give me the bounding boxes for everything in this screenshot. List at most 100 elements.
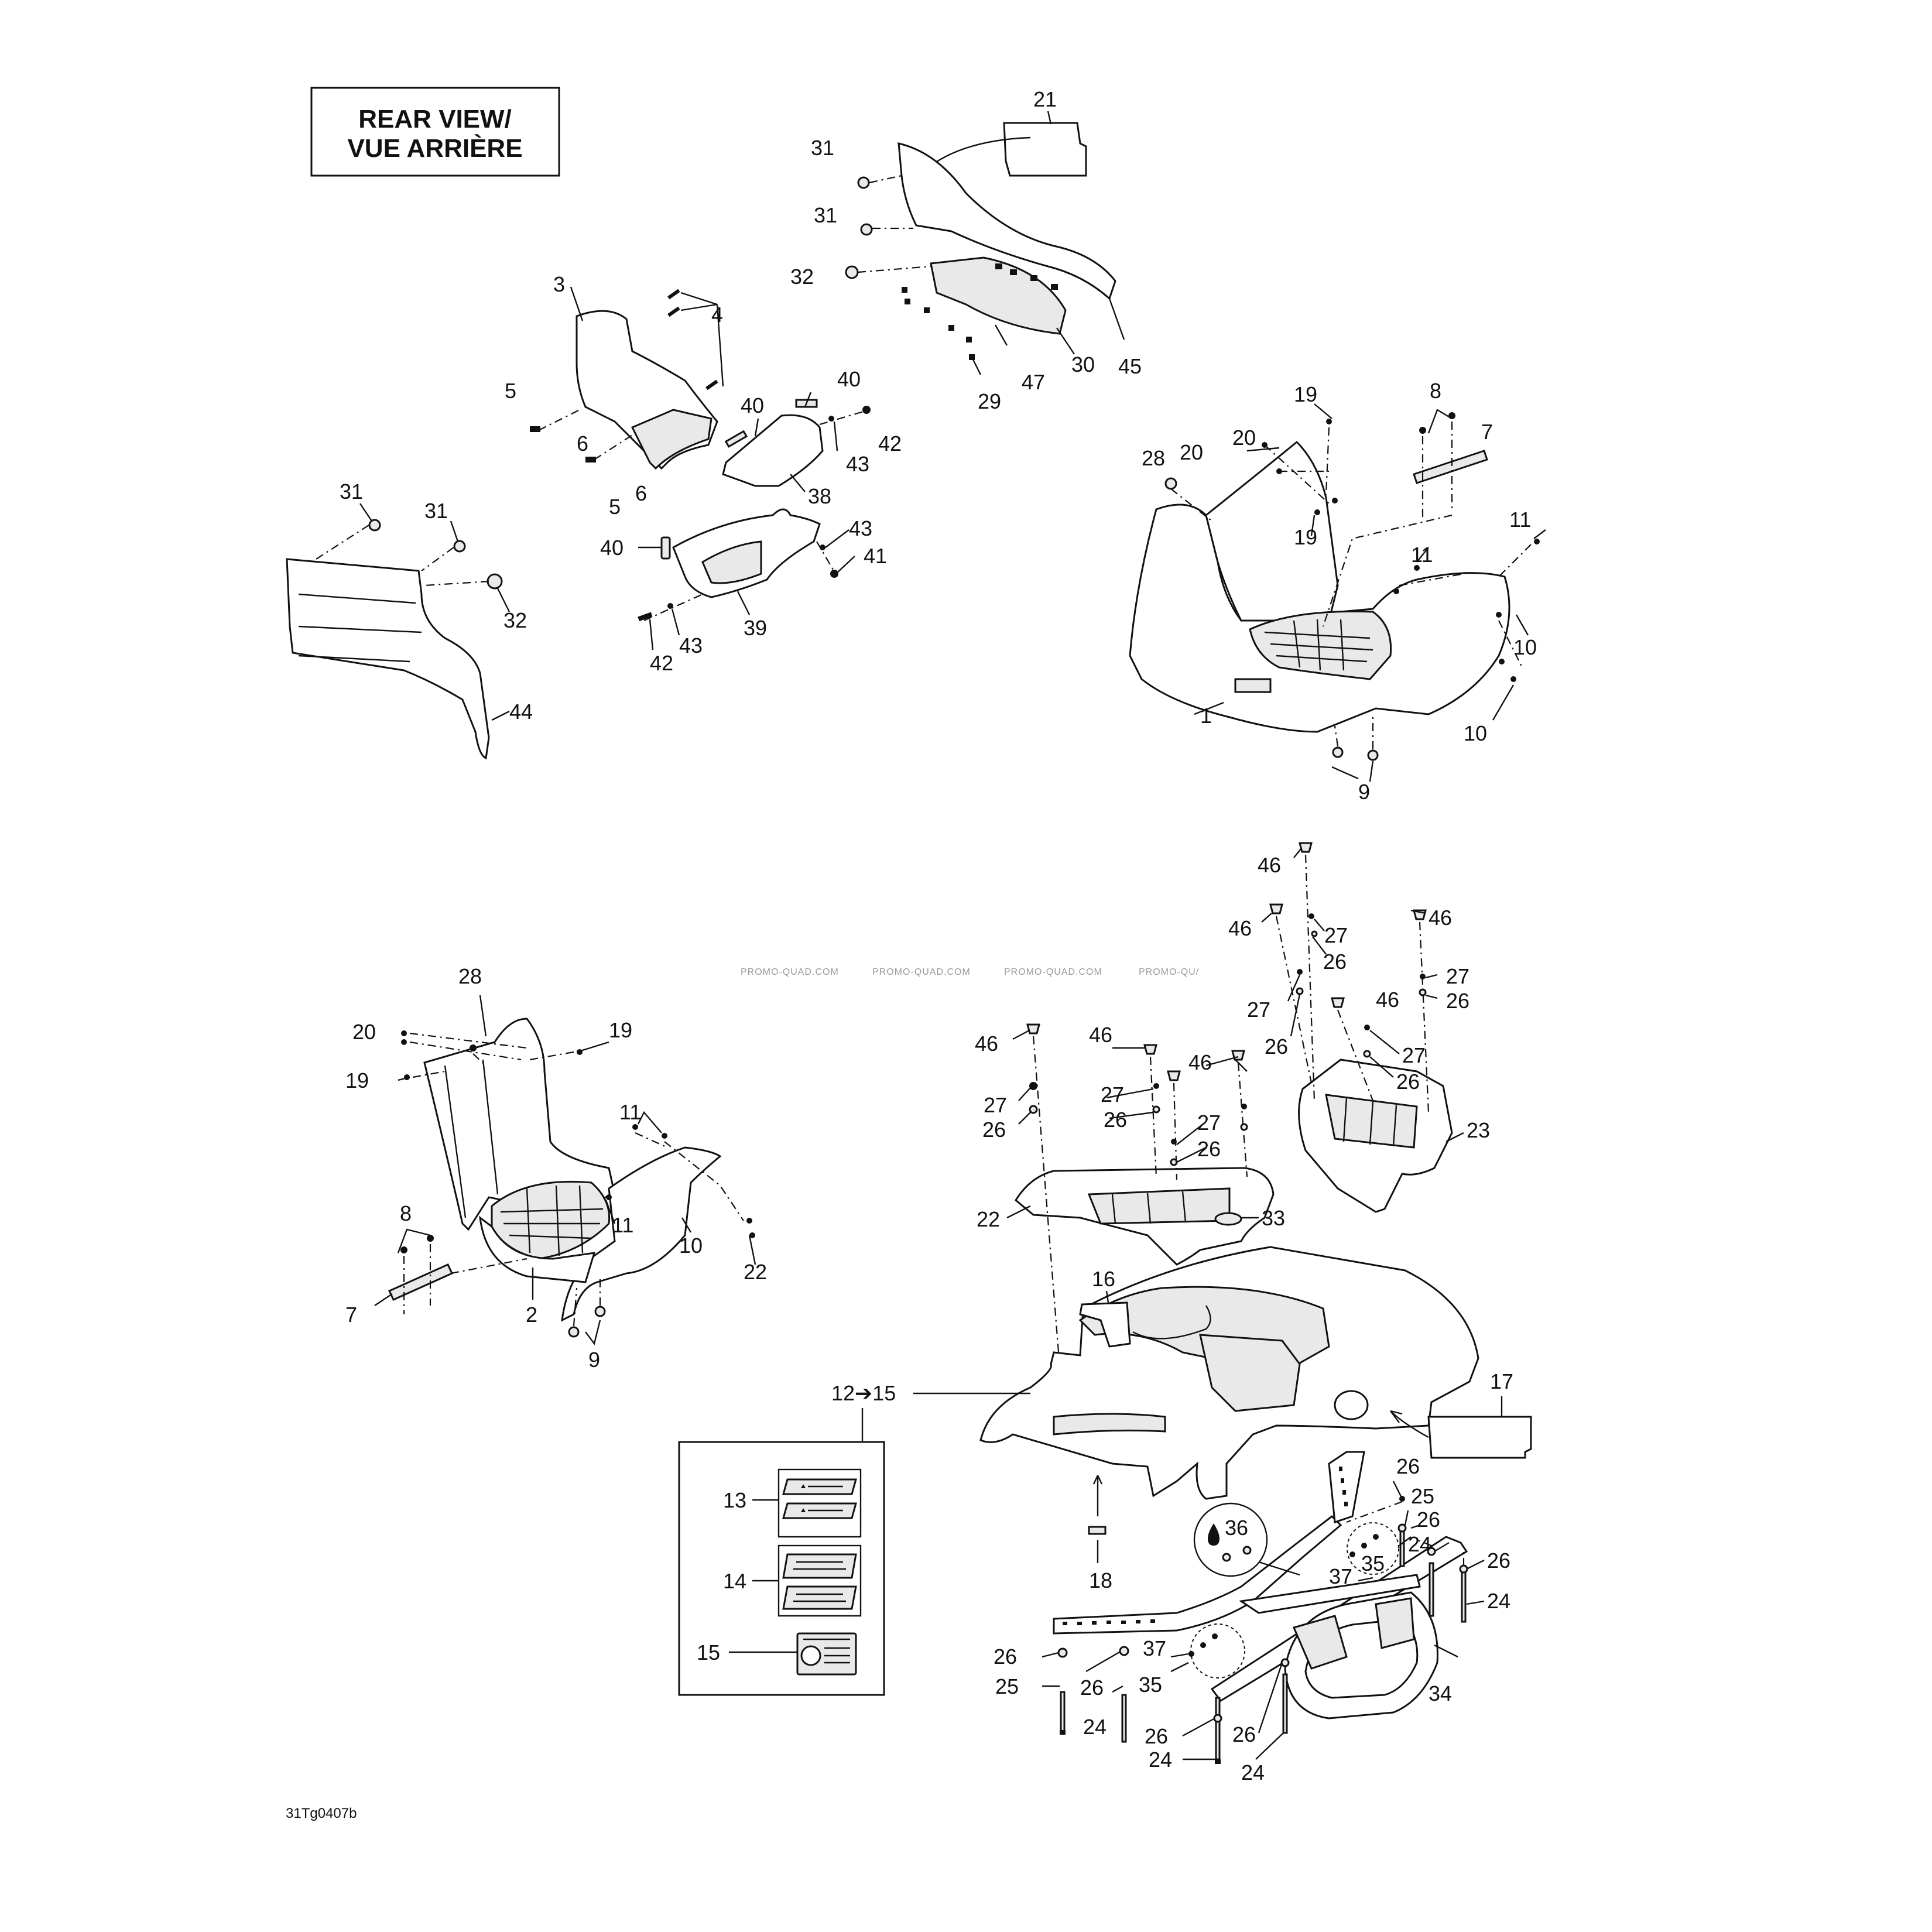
callout-26-d: 26: [982, 1118, 1006, 1142]
callout-26-e: 26: [1104, 1108, 1127, 1132]
callout-27-f: 27: [1402, 1043, 1426, 1067]
callout-8-a: 8: [1430, 379, 1441, 403]
guard-dash: [643, 541, 838, 622]
part-group-rear-body: 16 17 18 12➔15: [831, 1246, 1532, 1592]
callout-30: 30: [1071, 352, 1095, 376]
footwell-2-backrest-ribs: [444, 1059, 499, 1218]
footwell-2-leaders: [374, 995, 756, 1345]
callout-24-d: 24: [1149, 1748, 1172, 1772]
callout-26-h: 26: [1396, 1454, 1420, 1478]
watermark-2: PROMO-QUAD.COM: [872, 967, 971, 977]
callout-24-a: 24: [1408, 1532, 1431, 1556]
footwell-1-dash: [1170, 422, 1532, 749]
footwell-2-lower: [479, 1215, 596, 1283]
footrest-bar-7-b: [388, 1263, 454, 1301]
callout-10-b: 10: [1464, 721, 1487, 745]
footwell-1-grid: [1264, 619, 1373, 671]
fender-dash-lines: [857, 174, 931, 273]
callout-13: 13: [723, 1488, 746, 1512]
bracket-3-arm: [631, 409, 712, 470]
callout-4: 4: [711, 303, 723, 327]
detail-36-leader: [1258, 1561, 1300, 1576]
watermark-3: PROMO-QUAD.COM: [1004, 967, 1102, 977]
watermark-4: PROMO-QU/: [1139, 967, 1199, 977]
callout-18: 18: [1089, 1568, 1112, 1592]
pad-dash: [819, 409, 870, 426]
callout-37-a: 37: [1329, 1564, 1352, 1588]
callout-17: 17: [1490, 1369, 1513, 1393]
footwell-2-backrest: [423, 1018, 616, 1231]
decal-13-group: [777, 1468, 862, 1538]
callout-26-j: 26: [1487, 1549, 1510, 1573]
callout-26-c: 26: [1265, 1034, 1288, 1059]
callout-5-a: 5: [505, 379, 516, 403]
rack-22-slats: [1111, 1191, 1187, 1224]
rear-body-reflector: [1053, 1413, 1166, 1436]
callout-43-a: 43: [846, 452, 869, 476]
callout-29: 29: [978, 389, 1001, 413]
callout-31-d: 31: [424, 499, 448, 523]
callout-19-d: 19: [345, 1068, 369, 1092]
callout-26-l: 26: [1080, 1676, 1104, 1700]
callout-46-g: 46: [1188, 1050, 1212, 1074]
callout-42-a: 42: [878, 431, 902, 455]
callout-26-n: 26: [1232, 1722, 1256, 1746]
callout-19-a: 19: [1294, 382, 1317, 406]
rear-body-filler: [1334, 1390, 1369, 1420]
oil-drop-icon: [1208, 1523, 1220, 1546]
side-panel-leaders: [359, 503, 511, 721]
pad-38-shape: [722, 414, 824, 487]
part-group-rear-frame: 26 25 26 24 26 24 36 35 37 37 35 26 25 2…: [994, 1451, 1510, 1784]
decal-21-shape: [1003, 122, 1087, 177]
pad-leaders: [754, 392, 838, 492]
callout-27-d: 27: [984, 1093, 1007, 1117]
bracket-bolts: [530, 289, 718, 463]
callout-35-a: 35: [1361, 1551, 1385, 1575]
decal-inset-box: 13 14 15: [678, 1408, 885, 1696]
callout-5-b: 5: [609, 495, 621, 519]
side-panel-44-shape: [286, 558, 490, 760]
callout-7-a: 7: [1481, 420, 1493, 444]
side-panel-dash: [316, 525, 489, 587]
footwell-1-leaders: [1194, 403, 1546, 782]
callout-35-b: 35: [1139, 1673, 1162, 1697]
callout-46-c: 46: [1429, 906, 1452, 930]
frame-holes: [1063, 1467, 1348, 1625]
callout-26-m: 26: [1145, 1724, 1168, 1748]
callout-25-b: 25: [995, 1674, 1019, 1698]
callout-1: 1: [1200, 704, 1212, 728]
detail-36-circle: [1193, 1502, 1268, 1577]
callout-31-c: 31: [340, 479, 363, 503]
detail-37-circle: [1190, 1623, 1245, 1678]
callout-40-c: 40: [600, 536, 624, 560]
fender-panel-shape: [898, 142, 1116, 300]
frame-bolts: [1057, 1496, 1468, 1764]
decal-17-leaders: [1390, 1396, 1503, 1438]
callout-27-e: 27: [1101, 1083, 1124, 1107]
cap-33: [1214, 1212, 1242, 1226]
bracket-dash: [538, 409, 636, 460]
footwell-2-dash: [403, 1032, 744, 1327]
callout-28-b: 28: [458, 964, 482, 988]
callout-34: 34: [1429, 1681, 1452, 1705]
footrest-bar-7: [1413, 450, 1488, 484]
callout-27-a: 27: [1324, 923, 1348, 947]
callout-19-c: 19: [609, 1018, 632, 1042]
callout-11-d: 11: [612, 1213, 633, 1237]
callout-43-b: 43: [849, 516, 872, 540]
inset-label-leaders: [729, 1499, 797, 1653]
callout-27-b: 27: [1446, 964, 1469, 988]
frame-leaders: [1042, 1481, 1485, 1760]
part-group-left-panel: 31 31 32 44: [286, 479, 533, 760]
callout-33: 33: [1262, 1206, 1285, 1230]
callout-41: 41: [864, 544, 887, 568]
callout-27-g: 27: [1197, 1111, 1221, 1135]
part-group-top-fender: 21 31 31 32 45 30 47 29: [790, 87, 1142, 413]
callout-21: 21: [1033, 87, 1057, 111]
callout-26-a: 26: [1323, 950, 1347, 974]
title-line-2: VUE ARRIÈRE: [347, 133, 522, 163]
callout-6-a: 6: [577, 431, 588, 455]
callout-10-c: 10: [679, 1234, 703, 1258]
watermark-1: PROMO-QUAD.COM: [741, 967, 839, 977]
